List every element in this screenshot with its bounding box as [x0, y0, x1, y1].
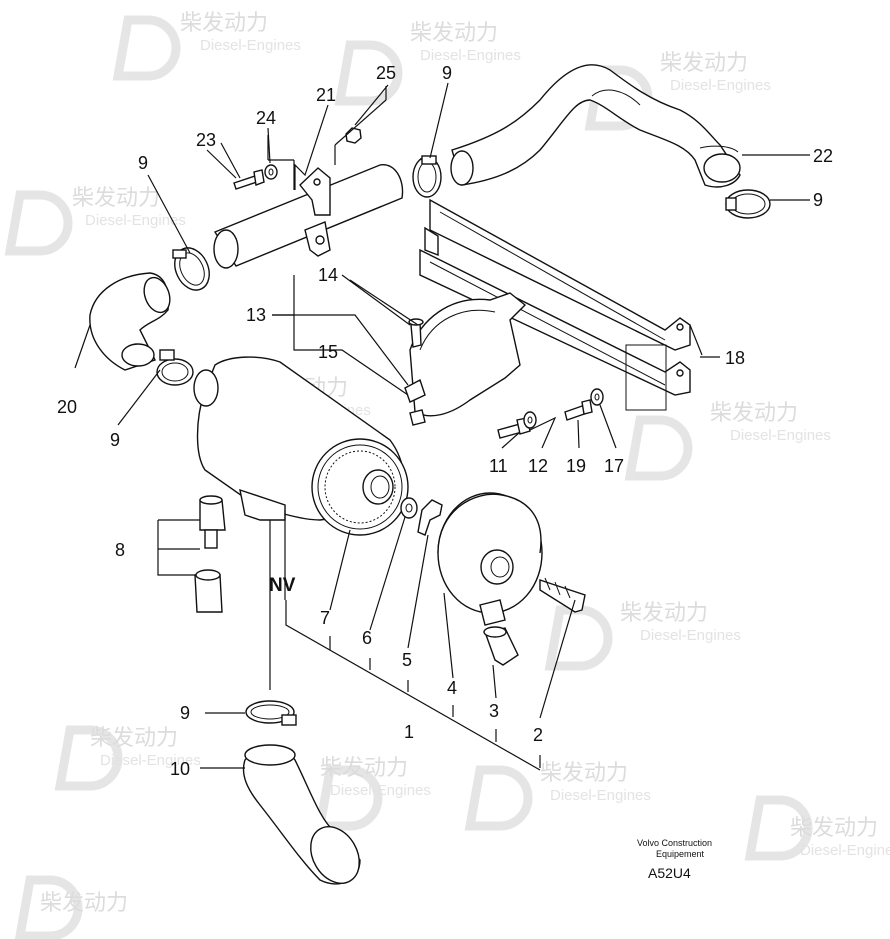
watermark-sub: Diesel-Engines: [420, 47, 521, 64]
watermark-sub: Diesel-Engines: [550, 787, 651, 804]
filter-cover: [437, 492, 543, 626]
nut-25: [345, 127, 362, 144]
watermark-layer: 柴发动力 Diesel-Engines 柴发动力 Diesel-Engines …: [4, 11, 890, 939]
bolt-19: [564, 399, 593, 421]
callout-18: 18: [725, 348, 745, 368]
air-filter-housing: [193, 356, 409, 536]
clamp-lower-mid: [245, 700, 297, 726]
callout-9-lower: 9: [180, 703, 190, 723]
clamp-upper-left: [172, 247, 210, 291]
callout-14: 14: [318, 265, 338, 285]
watermark-sub: Diesel-Engines: [85, 212, 186, 229]
watermark-brand: 柴发动力: [620, 601, 708, 626]
callout-15: 15: [318, 342, 338, 362]
caption-line-2: Equipement: [656, 849, 705, 859]
callout-2: 2: [533, 725, 543, 745]
watermark-brand: 柴发动力: [180, 11, 268, 36]
watermark-8: 柴发动力 Diesel-Engines: [54, 725, 201, 791]
watermark-brand: 柴发动力: [320, 756, 408, 781]
callout-10: 10: [170, 759, 190, 779]
callout-24: 24: [256, 108, 276, 128]
callout-7: 7: [320, 608, 330, 628]
watermark-brand: 柴发动力: [660, 51, 748, 76]
callout-23: 23: [196, 130, 216, 150]
caption-block: Volvo Construction Equipement A52U4: [637, 838, 712, 881]
callout-8: 8: [115, 540, 125, 560]
callout-1: 1: [404, 722, 414, 742]
strap-bracket: [404, 292, 527, 426]
watermark-brand: 柴发动力: [710, 401, 798, 426]
watermark-brand: 柴发动力: [790, 816, 878, 841]
mounting-bracket: [419, 198, 691, 411]
item-8-lower: [194, 569, 223, 613]
callout-22: 22: [813, 146, 833, 166]
fitting-5: [417, 499, 443, 536]
nv-label: NV: [269, 575, 296, 596]
callout-5: 5: [402, 650, 412, 670]
callout-9-right: 9: [813, 190, 823, 210]
elbow-hose-20: [89, 272, 171, 371]
watermark-sub: Diesel-Engines: [800, 842, 890, 859]
watermark-9: 柴发动力 Diesel-Engines: [464, 761, 651, 831]
clamp-upper-right: [725, 189, 771, 219]
callout-20: 20: [57, 397, 77, 417]
upper-intake-pipe: [213, 164, 404, 269]
watermark-brand: 柴发动力: [72, 186, 160, 211]
callout-19: 19: [566, 456, 586, 476]
watermark-2: 柴发动力 Diesel-Engines: [4, 186, 186, 256]
watermark-3: 柴发动力 Diesel-Engines: [334, 21, 521, 106]
caption-code: A52U4: [648, 865, 691, 881]
callout-9-upper-left: 9: [138, 153, 148, 173]
washer-24: [264, 164, 278, 180]
watermark-6: 柴发动力 Diesel-Engines: [624, 401, 831, 481]
callout-labels: 1 2 3 4 5 6 7 8 9 9 9 9 9 10 11 12 13 14…: [57, 63, 833, 779]
callout-9-upper-mid: 9: [442, 63, 452, 83]
watermark-11: 柴发动力 Diesel-Engines: [744, 795, 890, 861]
watermark-sub: Diesel-Engines: [640, 627, 741, 644]
clamp-upper-mid: [412, 155, 442, 198]
callout-11: 11: [489, 456, 508, 476]
caption-line-1: Volvo Construction: [637, 838, 712, 848]
watermark-10: 柴发动力: [14, 875, 128, 939]
callout-17: 17: [604, 456, 624, 476]
watermark-sub: Diesel-Engines: [670, 77, 771, 94]
watermark-7: 柴发动力 Diesel-Engines: [544, 601, 741, 671]
bolt-23: [233, 169, 265, 190]
elbow-hose-10: [242, 744, 361, 885]
callout-3: 3: [489, 701, 499, 721]
leader-lines: [74, 82, 810, 771]
dust-valve: [483, 626, 519, 666]
washer-12: [523, 411, 537, 429]
watermark-1: 柴发动力 Diesel-Engines: [112, 11, 301, 81]
watermark-brand: 柴发动力: [410, 21, 498, 46]
callout-6: 6: [362, 628, 372, 648]
callout-9-left: 9: [110, 430, 120, 450]
washer-17: [590, 388, 604, 406]
watermark-brand: 柴发动力: [40, 891, 128, 916]
callout-4: 4: [447, 678, 457, 698]
watermark-sub: Diesel-Engines: [200, 37, 301, 54]
washer-6: [400, 497, 418, 519]
callout-21: 21: [316, 85, 336, 105]
watermark-brand: 柴发动力: [540, 761, 628, 786]
callout-13: 13: [246, 305, 266, 325]
callout-12: 12: [528, 456, 548, 476]
callout-25: 25: [376, 63, 396, 83]
upper-right-hose: [450, 64, 741, 188]
watermark-brand: 柴发动力: [90, 726, 178, 751]
watermark-sub: Diesel-Engines: [730, 427, 831, 444]
clamp-lower-left: [156, 349, 194, 386]
watermark-sub: Diesel-Engines: [100, 752, 201, 769]
watermark-sub: Diesel-Engines: [330, 782, 431, 799]
watermark-12: 柴发动力 Diesel-Engines: [314, 756, 431, 831]
item-8-upper: [199, 495, 226, 549]
